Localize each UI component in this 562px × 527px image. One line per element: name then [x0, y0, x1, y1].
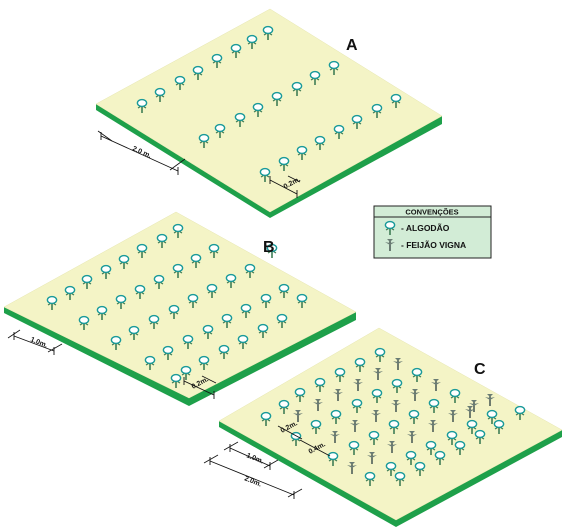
panel-b: 1.0m. 0.2m. B: [3, 211, 357, 406]
dim-label: 2.0m.: [243, 475, 262, 488]
panel-a-label: A: [346, 37, 358, 54]
dim-label: 2.0 m.: [131, 145, 152, 159]
field-a-top: [95, 8, 443, 213]
legend-item: - FEIJÃO VIGNA: [384, 238, 466, 252]
dim-label: 1.0m.: [29, 336, 48, 349]
dim-label: 1.0m.: [245, 452, 264, 465]
field-b-top: [3, 211, 357, 399]
panel-b-label: B: [263, 239, 275, 256]
field-c-side: [219, 421, 562, 527]
legend-item: - ALGODÃO: [384, 220, 450, 236]
panel-c-label: C: [474, 361, 486, 378]
legend-item-label: - FEIJÃO VIGNA: [401, 240, 466, 250]
field-a-side: [96, 104, 442, 218]
legend-title: CONVENÇÕES: [405, 208, 458, 217]
legend-title-bar: [373, 205, 492, 218]
panel-a: 2.0 m. 0.2m. A: [95, 8, 443, 218]
legend: CONVENÇÕES - ALGODÃO - FEIJÃO VIGNA: [373, 205, 492, 259]
legend-item-label: - ALGODÃO: [401, 223, 450, 233]
